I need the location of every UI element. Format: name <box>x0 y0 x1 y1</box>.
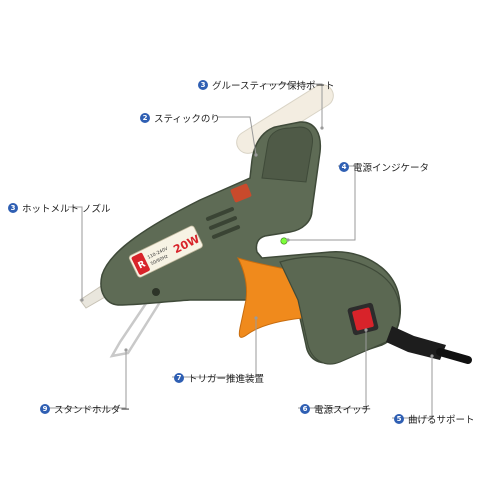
callout-label: 曲げるサポート <box>408 415 475 426</box>
callout-label: ホットメルト ノズル <box>22 204 111 215</box>
callout-label: スティックのり <box>154 114 220 125</box>
callout-trigger: 7 トリガー推進装置 <box>174 371 264 385</box>
vent-slots <box>205 207 241 239</box>
leader-lines <box>48 83 433 419</box>
callout-number: 2 <box>140 113 150 123</box>
bend-support <box>386 326 446 360</box>
callout-label: トリガー推進装置 <box>188 374 265 385</box>
leader-dots <box>80 126 434 358</box>
callout-number: 3 <box>198 80 208 90</box>
callout-bend-support: 5 曲げるサポート <box>394 412 475 426</box>
power-cable <box>436 348 472 364</box>
callout-label: グルースティック保持ポート <box>212 81 335 92</box>
callout-number: 4 <box>339 162 349 172</box>
stick-window <box>230 183 252 203</box>
stand-holder-wire <box>109 288 162 358</box>
callout-stick-port: 3 グルースティック保持ポート <box>198 78 334 92</box>
power-indicator-light <box>280 237 288 245</box>
callout-glue-stick: 2 スティックのり <box>140 111 220 125</box>
label-brand: R <box>137 259 148 271</box>
callout-label: 電源スイッチ <box>314 405 372 416</box>
callout-number: 5 <box>394 414 404 424</box>
rating-label <box>128 225 203 278</box>
callout-number: 7 <box>174 373 184 383</box>
callout-label: 電源インジケータ <box>353 163 430 174</box>
callout-power-indicator: 4 電源インジケータ <box>339 160 429 174</box>
stick-port-housing <box>261 126 313 183</box>
power-switch-rocker <box>352 307 374 331</box>
callout-power-switch: 6 電源スイッチ <box>300 402 371 416</box>
callout-number: 6 <box>300 404 310 414</box>
handle <box>279 256 401 365</box>
callout-number: 3 <box>8 203 18 213</box>
callout-hot-melt-nozzle: 3 ホットメルト ノズル <box>8 201 111 215</box>
callout-stand-holder: 9 スタンドホルダー <box>40 402 130 416</box>
callout-number: 9 <box>40 404 50 414</box>
stand-pivot <box>152 288 160 296</box>
callout-label: スタンドホルダー <box>54 405 131 416</box>
